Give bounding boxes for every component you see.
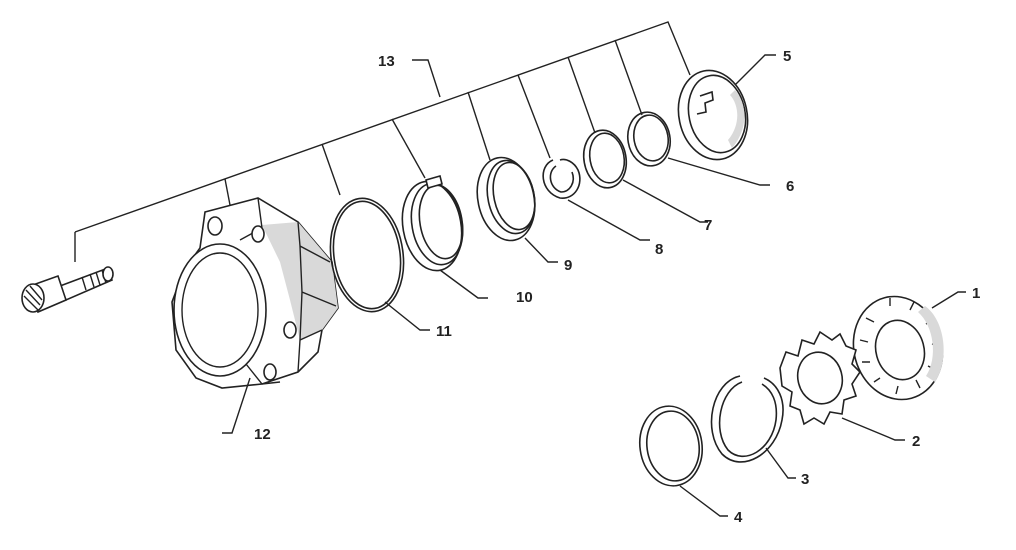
callout-6: 6: [786, 178, 794, 195]
callout-11: 11: [436, 323, 452, 340]
bolt: [21, 266, 114, 314]
assembly-bracket-13: [74, 21, 691, 262]
spring-ring: [401, 175, 464, 272]
flat-washer: [639, 405, 703, 487]
o-ring: [329, 197, 405, 313]
snap-ring-small: [542, 158, 581, 199]
bearing-ring: [476, 156, 536, 242]
callout-13: 13: [378, 53, 395, 70]
ring-seven: [582, 129, 628, 189]
housing: [171, 197, 339, 389]
ring-six: [626, 111, 672, 167]
callout-1: 1: [972, 285, 980, 302]
callout-8: 8: [655, 241, 663, 258]
callout-10: 10: [516, 289, 533, 306]
callout-5: 5: [783, 48, 791, 65]
castle-nut: [852, 295, 944, 401]
callout-4: 4: [734, 509, 743, 526]
cap-ring: [677, 69, 749, 161]
snap-ring-large: [710, 375, 784, 463]
leader-lines: [222, 54, 966, 517]
callout-9: 9: [564, 257, 572, 274]
callout-7: 7: [704, 217, 712, 234]
callout-12: 12: [254, 426, 271, 443]
callout-2: 2: [912, 433, 920, 450]
callout-3: 3: [801, 471, 809, 488]
callout-labels: 1 2 3 4 5 6 7 8 9 10 11 12 13: [254, 48, 980, 526]
tab-washer: [779, 330, 862, 426]
